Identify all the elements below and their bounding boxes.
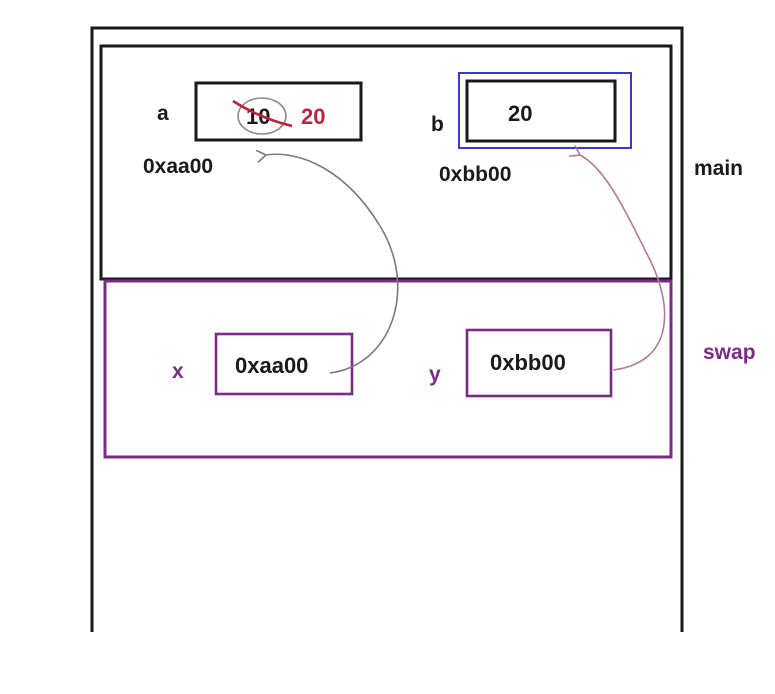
var-a-address: 0xaa00 — [143, 155, 213, 178]
var-y-value: 0xbb00 — [490, 350, 566, 375]
stack-outline — [90, 26, 684, 632]
pointer-arrow-y-to-b — [569, 145, 666, 371]
var-a-old-value-circle — [237, 97, 287, 135]
var-x-label: x — [172, 360, 184, 383]
var-a-old-value: 10 — [246, 104, 270, 129]
var-x-value: 0xaa00 — [235, 353, 308, 378]
var-x-box — [214, 332, 354, 396]
pointer-arrow-x-to-a — [255, 149, 399, 374]
swap-frame-label: swap — [703, 341, 756, 364]
var-b-address: 0xbb00 — [439, 163, 511, 186]
var-a-strike-mark — [232, 99, 293, 128]
var-y-box — [465, 328, 613, 398]
swap-frame — [103, 279, 673, 459]
var-b-label: b — [431, 113, 444, 136]
main-frame — [99, 44, 673, 281]
var-b-box — [465, 79, 617, 143]
var-b-highlight — [458, 72, 632, 149]
var-a-value: 20 — [301, 104, 325, 129]
var-a-label: a — [157, 102, 169, 125]
main-frame-label: main — [694, 157, 743, 180]
var-y-label: y — [429, 363, 441, 386]
var-b-value: 20 — [508, 101, 532, 126]
var-a-box — [194, 81, 363, 142]
